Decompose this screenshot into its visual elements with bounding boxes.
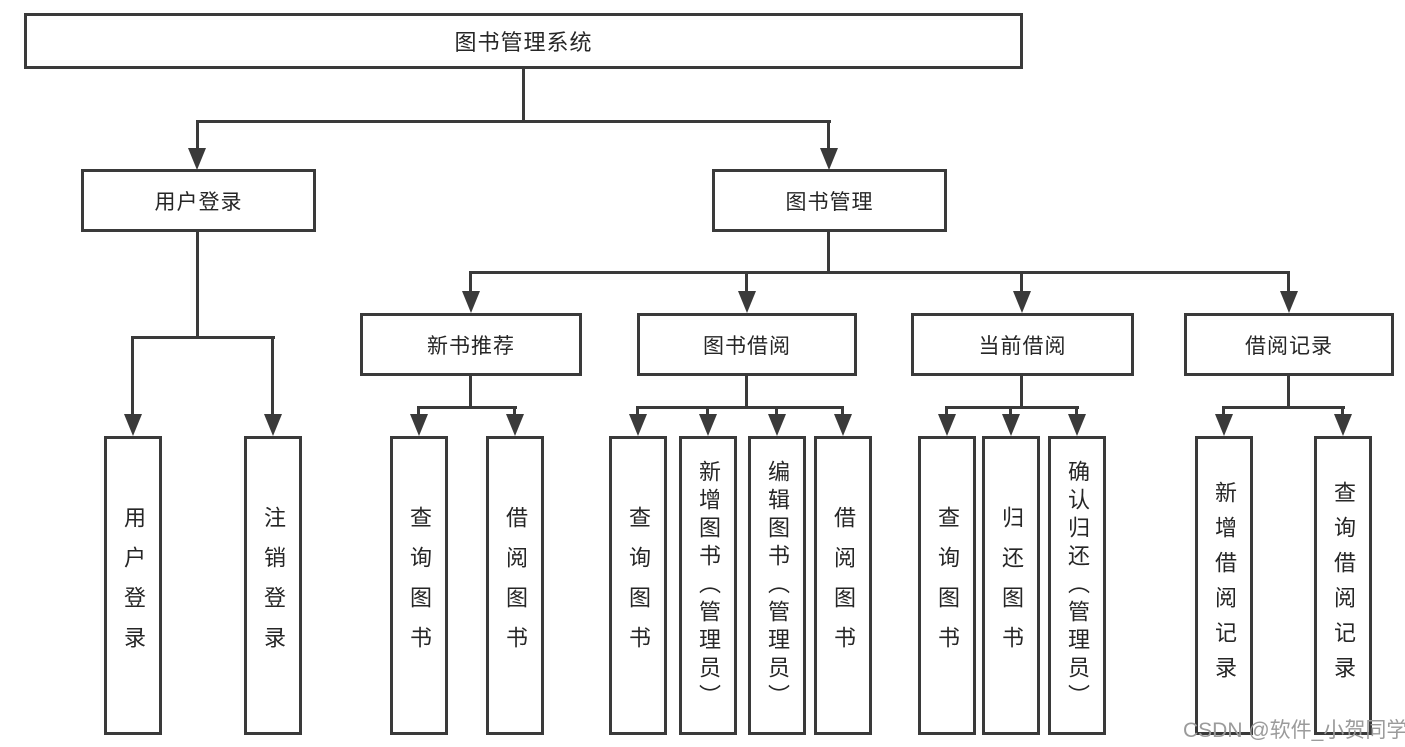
leaf-edit-book-admin: 编辑图书（管理员）: [748, 436, 806, 735]
node-library-management-system: 图书管理系统: [24, 13, 1023, 69]
arrow-down-icon: [1068, 414, 1086, 436]
csdn-watermark: CSDN @软件_小贺同学: [1183, 719, 1405, 742]
arrow-down-icon: [820, 148, 838, 170]
connector-root-bar: [196, 120, 831, 123]
leaf-confirm-return-admin: 确认归还（管理员）: [1048, 436, 1106, 735]
leaf-query-books-current: 查询图书: [918, 436, 976, 735]
leaf-query-borrow-record: 查询借阅记录: [1314, 436, 1372, 735]
node-label: 编辑图书（管理员）: [765, 459, 790, 712]
arrow-down-icon: [1002, 414, 1020, 436]
arrow-down-icon: [410, 414, 428, 436]
connector-drop: [1287, 271, 1290, 293]
arrow-down-icon: [264, 414, 282, 436]
connector-drop: [1020, 271, 1023, 293]
connector-bookmgmt-bar: [469, 271, 1290, 274]
connector-currentborrow-stem: [1020, 376, 1023, 406]
node-label: 查询图书: [626, 505, 651, 666]
node-borrowing-records: 借阅记录: [1184, 313, 1394, 376]
arrow-down-icon: [1215, 414, 1233, 436]
connector-drop: [775, 406, 778, 416]
connector-currentborrow-bar: [945, 406, 1079, 409]
connector-drop: [469, 271, 472, 293]
node-label: 新书推荐: [427, 334, 515, 358]
node-label: 查询图书: [407, 505, 432, 666]
connector-drop: [196, 120, 199, 150]
node-label: 当前借阅: [978, 334, 1067, 358]
connector-drop: [271, 336, 274, 416]
node-label: 归还图书: [999, 505, 1024, 666]
leaf-borrow-books-recommend: 借阅图书: [486, 436, 544, 735]
connector-drop: [131, 336, 134, 416]
connector-drop: [706, 406, 709, 416]
connector-drop: [636, 406, 639, 416]
connector-bookborrow-bar: [636, 406, 844, 409]
connector-newbooks-stem: [469, 376, 472, 406]
node-label: 用户登录: [121, 505, 146, 666]
leaf-add-book-admin: 新增图书（管理员）: [679, 436, 737, 735]
connector-drop: [745, 271, 748, 293]
connector-drop: [945, 406, 948, 416]
node-label: 确认归还（管理员）: [1065, 459, 1090, 712]
node-label: 查询借阅记录: [1331, 480, 1356, 691]
node-label: 用户登录: [154, 190, 243, 214]
arrow-down-icon: [834, 414, 852, 436]
node-label: 借阅图书: [503, 505, 528, 666]
connector-bookmgmt-stem: [827, 232, 830, 271]
arrow-down-icon: [462, 291, 480, 313]
arrow-down-icon: [124, 414, 142, 436]
node-label: 借阅图书: [831, 505, 856, 666]
node-label: 图书借阅: [703, 334, 791, 358]
connector-userlogin-stem: [196, 232, 199, 336]
leaf-user-login: 用户登录: [104, 436, 162, 735]
connector-records-bar: [1222, 406, 1345, 409]
connector-records-stem: [1287, 376, 1290, 406]
arrow-down-icon: [938, 414, 956, 436]
node-label: 借阅记录: [1245, 334, 1333, 358]
connector-root-stem: [522, 69, 525, 120]
leaf-query-books-borrow: 查询图书: [609, 436, 667, 735]
connector-drop: [841, 406, 844, 416]
node-user-login: 用户登录: [81, 169, 316, 232]
connector-drop: [417, 406, 420, 416]
connector-newbooks-bar: [417, 406, 517, 409]
node-label: 图书管理系统: [454, 30, 593, 55]
arrow-down-icon: [506, 414, 524, 436]
leaf-borrow-books: 借阅图书: [814, 436, 872, 735]
arrow-down-icon: [629, 414, 647, 436]
node-label: 新增借阅记录: [1212, 480, 1237, 691]
arrow-down-icon: [1280, 291, 1298, 313]
arrow-down-icon: [188, 148, 206, 170]
leaf-add-borrow-record: 新增借阅记录: [1195, 436, 1253, 735]
leaf-logout: 注销登录: [244, 436, 302, 735]
node-new-book-recommendation: 新书推荐: [360, 313, 582, 376]
leaf-return-books: 归还图书: [982, 436, 1040, 735]
node-current-borrowing: 当前借阅: [911, 313, 1134, 376]
connector-drop: [1341, 406, 1344, 416]
connector-drop: [1075, 406, 1078, 416]
node-label: 查询图书: [935, 505, 960, 666]
arrow-down-icon: [1013, 291, 1031, 313]
connector-bookborrow-stem: [745, 376, 748, 406]
node-book-management: 图书管理: [712, 169, 947, 232]
node-label: 新增图书（管理员）: [696, 459, 721, 712]
node-label: 注销登录: [261, 505, 286, 666]
connector-userlogin-bar: [131, 336, 275, 339]
leaf-query-books-recommend: 查询图书: [390, 436, 448, 735]
connector-drop: [827, 120, 830, 150]
connector-drop: [513, 406, 516, 416]
connector-drop: [1222, 406, 1225, 416]
arrow-down-icon: [699, 414, 717, 436]
arrow-down-icon: [738, 291, 756, 313]
arrow-down-icon: [1334, 414, 1352, 436]
connector-drop: [1009, 406, 1012, 416]
node-book-borrowing: 图书借阅: [637, 313, 857, 376]
node-label: 图书管理: [785, 190, 874, 214]
arrow-down-icon: [768, 414, 786, 436]
